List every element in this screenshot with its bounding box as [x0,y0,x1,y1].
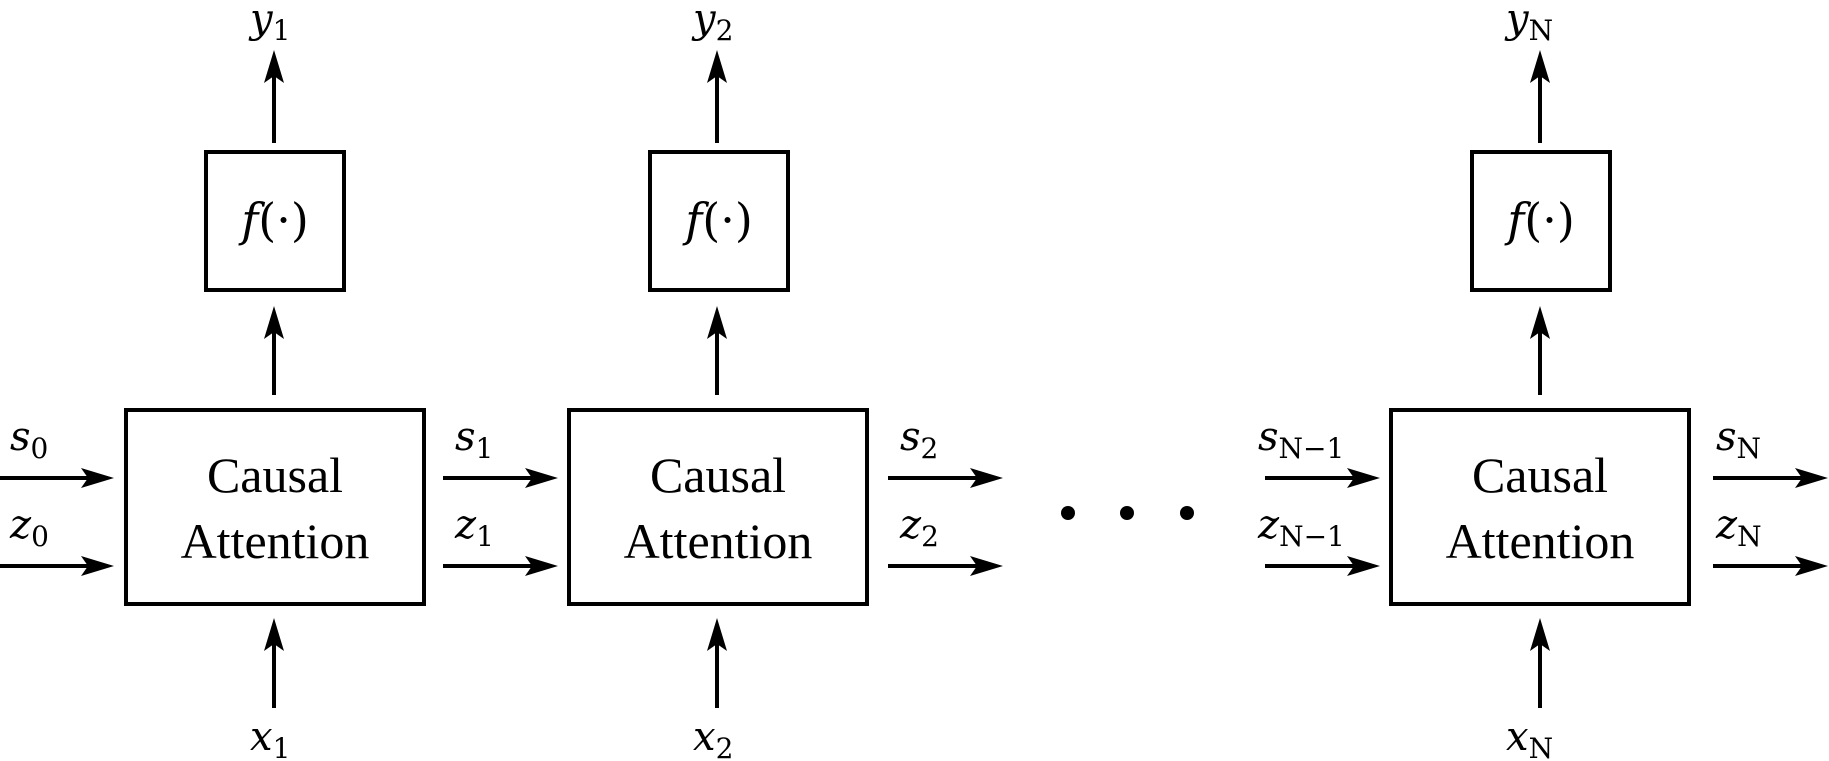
state-label-s1: s1 [455,414,493,465]
state-label-zN: zN [1715,502,1762,553]
arrow-f-to-y2 [707,50,727,143]
arrow-attention-to-f-2 [707,306,727,395]
stage-n: yN f(·) Causal Attention xN sN−1 [1257,0,1828,761]
f-label-2: f(·) [682,193,753,247]
stage-1: y1 f(·) Causal Attention x1 s0 [0,0,558,761]
ellipsis [1061,506,1194,520]
arrow-attention-to-f-1 [264,306,284,395]
block-2-line1: Causal [650,447,786,503]
state-label-s2: s2 [900,414,938,465]
block-1-line1: Causal [207,447,343,503]
arrow-z2 [888,556,1003,576]
output-label-yN: yN [1504,0,1553,47]
state-label-z0: z0 [9,502,49,553]
arrow-sN-out [1713,468,1828,488]
ellipsis-dot [1120,506,1134,520]
f-box-n [1470,150,1612,292]
f-label-n: f(·) [1504,193,1575,247]
output-label-y2: y2 [691,0,733,47]
arrow-s2 [888,468,1003,488]
arrow-f-to-yN [1530,50,1550,143]
block-2-line2: Attention [624,513,813,569]
causal-attention-block-n [1389,408,1691,606]
ellipsis-dot [1061,506,1075,520]
input-label-x2: x2 [693,714,733,761]
arrow-sN-1-in [1265,468,1380,488]
input-label-xN: xN [1506,714,1553,761]
arrow-z1 [443,556,558,576]
state-label-s0: s0 [10,414,48,465]
arrow-s1 [443,468,558,488]
stage-2: y2 f(·) Causal Attention x2 s2 [567,0,1003,761]
input-label-x1: x1 [250,714,290,761]
arrow-z0-in [0,556,114,576]
arrow-xN-to-attention [1530,618,1550,708]
state-label-sN: sN [1716,414,1761,465]
arrow-f-to-y1 [264,50,284,143]
block-n-line2: Attention [1446,513,1635,569]
f-box-1 [204,150,346,292]
f-box-2 [648,150,790,292]
output-label-y1: y1 [248,0,290,47]
arrow-s0-in [0,468,114,488]
block-1-line2: Attention [181,513,370,569]
causal-attention-block-1 [124,408,426,606]
f-label-1: f(·) [238,193,309,247]
arrow-zN-out [1713,556,1828,576]
state-label-z1: z1 [454,502,494,553]
causal-attention-block-2 [567,408,869,606]
arrow-attention-to-f-n [1530,306,1550,395]
state-label-zN-1: zN−1 [1257,502,1345,553]
state-label-sN-1: sN−1 [1258,414,1344,465]
state-label-z2: z2 [899,502,939,553]
arrow-x1-to-attention [264,618,284,708]
ellipsis-dot [1180,506,1194,520]
arrow-zN-1-in [1265,556,1380,576]
arrow-x2-to-attention [707,618,727,708]
block-n-line1: Causal [1472,447,1608,503]
